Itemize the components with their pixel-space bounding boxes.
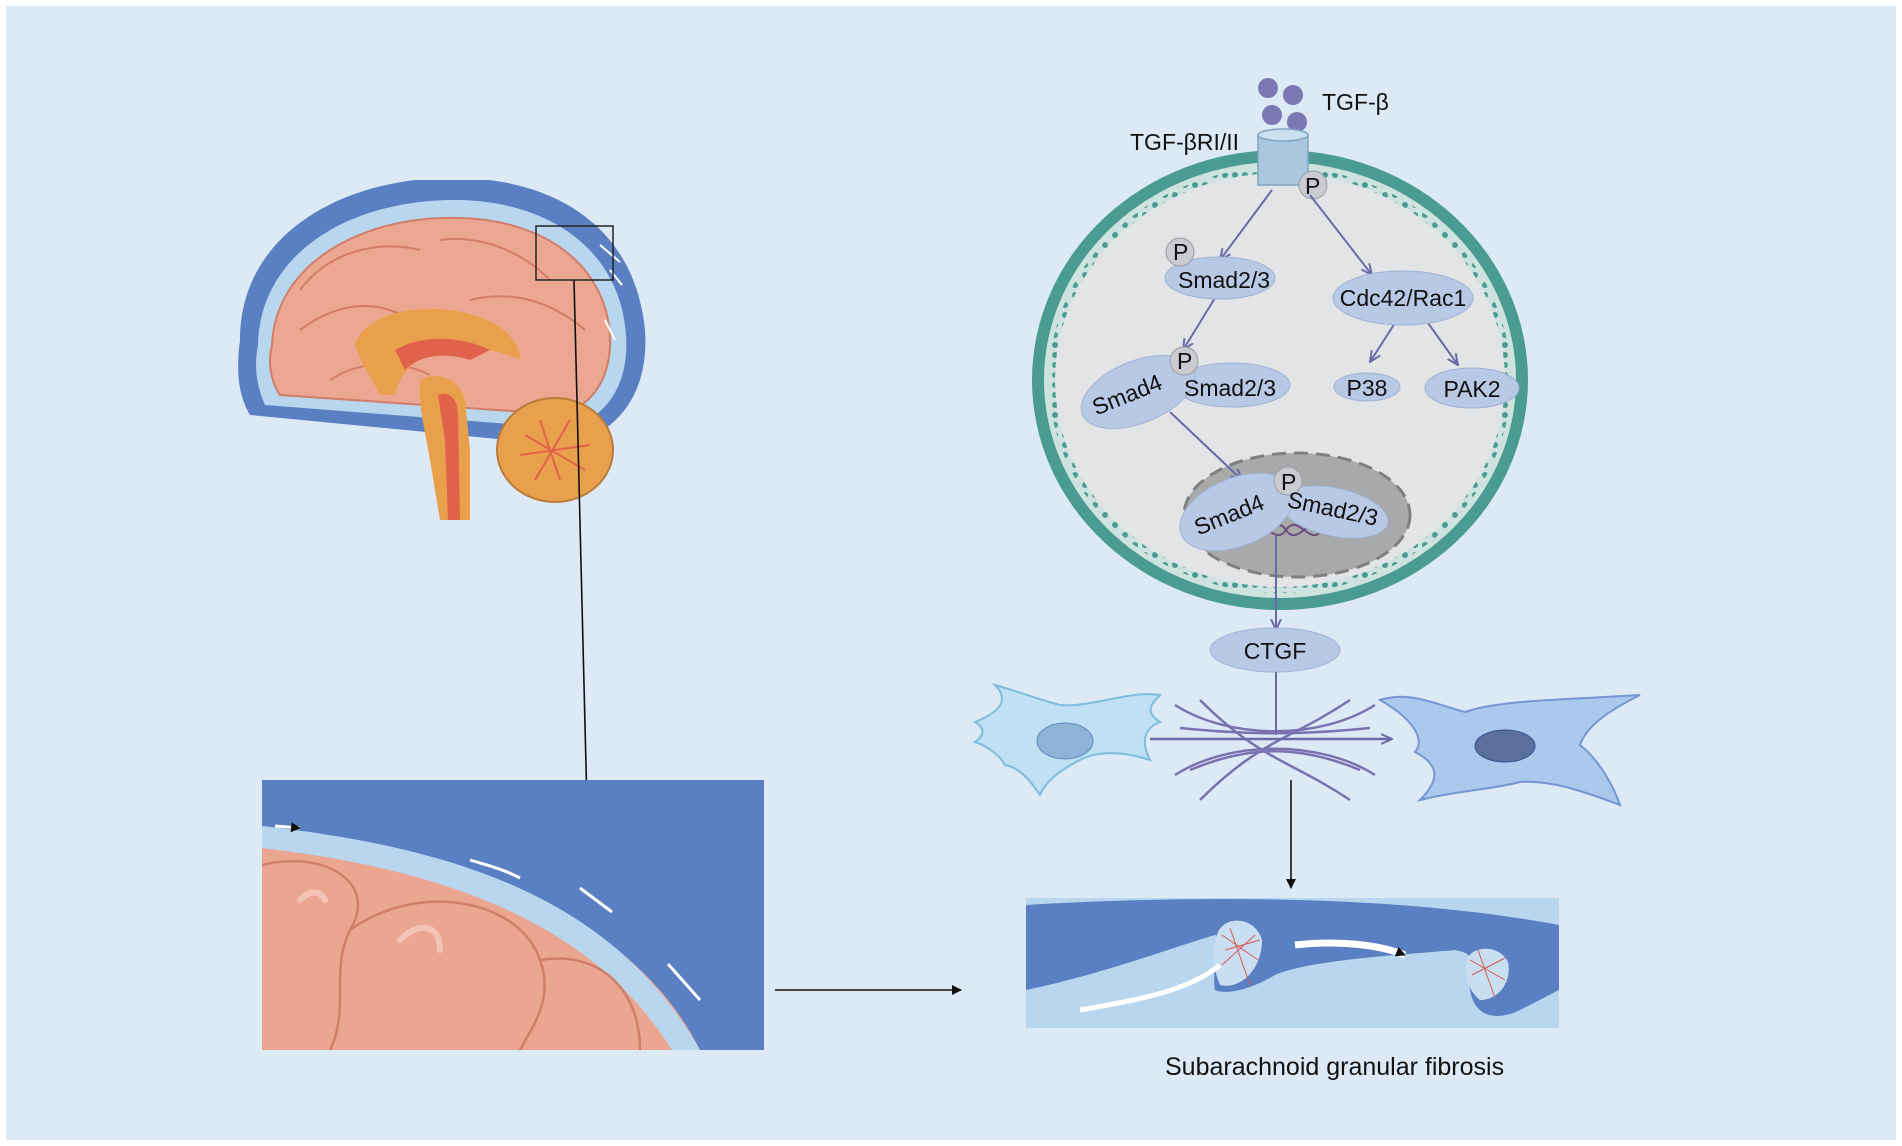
fibrosis-caption: Subarachnoid granular fibrosis <box>1165 1053 1504 1081</box>
cytoplasmic-smad-complex <box>1080 346 1291 429</box>
brain-sagittal-illustration <box>238 180 646 520</box>
tgf-beta-ligands <box>1258 78 1307 132</box>
fibrosis-panel <box>1026 898 1559 1028</box>
receptor-label: TGF-βRI/II <box>1130 129 1239 155</box>
zoom-arrow <box>573 279 592 807</box>
p38-label: P38 <box>1347 375 1388 401</box>
cyto-smad23-label: Smad2/3 <box>1184 375 1276 401</box>
p38-node <box>1333 372 1401 402</box>
pak2-label: PAK2 <box>1443 376 1500 402</box>
tgf-beta-receptor <box>1257 128 1309 186</box>
cyto-phospho-label: P <box>1177 348 1192 374</box>
ctgf-label: CTGF <box>1244 638 1307 664</box>
receptor-phospho-label: P <box>1305 173 1320 199</box>
nuclear-smad-complex <box>1179 466 1389 552</box>
myofibroblast-cell <box>1377 694 1641 807</box>
pak2-node <box>1424 367 1520 409</box>
p-smad23-node <box>1164 237 1276 300</box>
p-smad23-label: Smad2/3 <box>1178 267 1270 293</box>
nuc-phospho-label: P <box>1281 469 1296 495</box>
meninges-closeup <box>262 780 764 1050</box>
tgf-beta-label: TGF-β <box>1322 89 1389 115</box>
p-smad23-phospho-label: P <box>1173 239 1188 265</box>
cdc42-rac1-node <box>1332 270 1474 326</box>
cdc42-rac1-label: Cdc42/Rac1 <box>1340 285 1467 311</box>
pathway-arrows <box>1169 189 1458 630</box>
fibroblast-cell <box>972 683 1163 798</box>
